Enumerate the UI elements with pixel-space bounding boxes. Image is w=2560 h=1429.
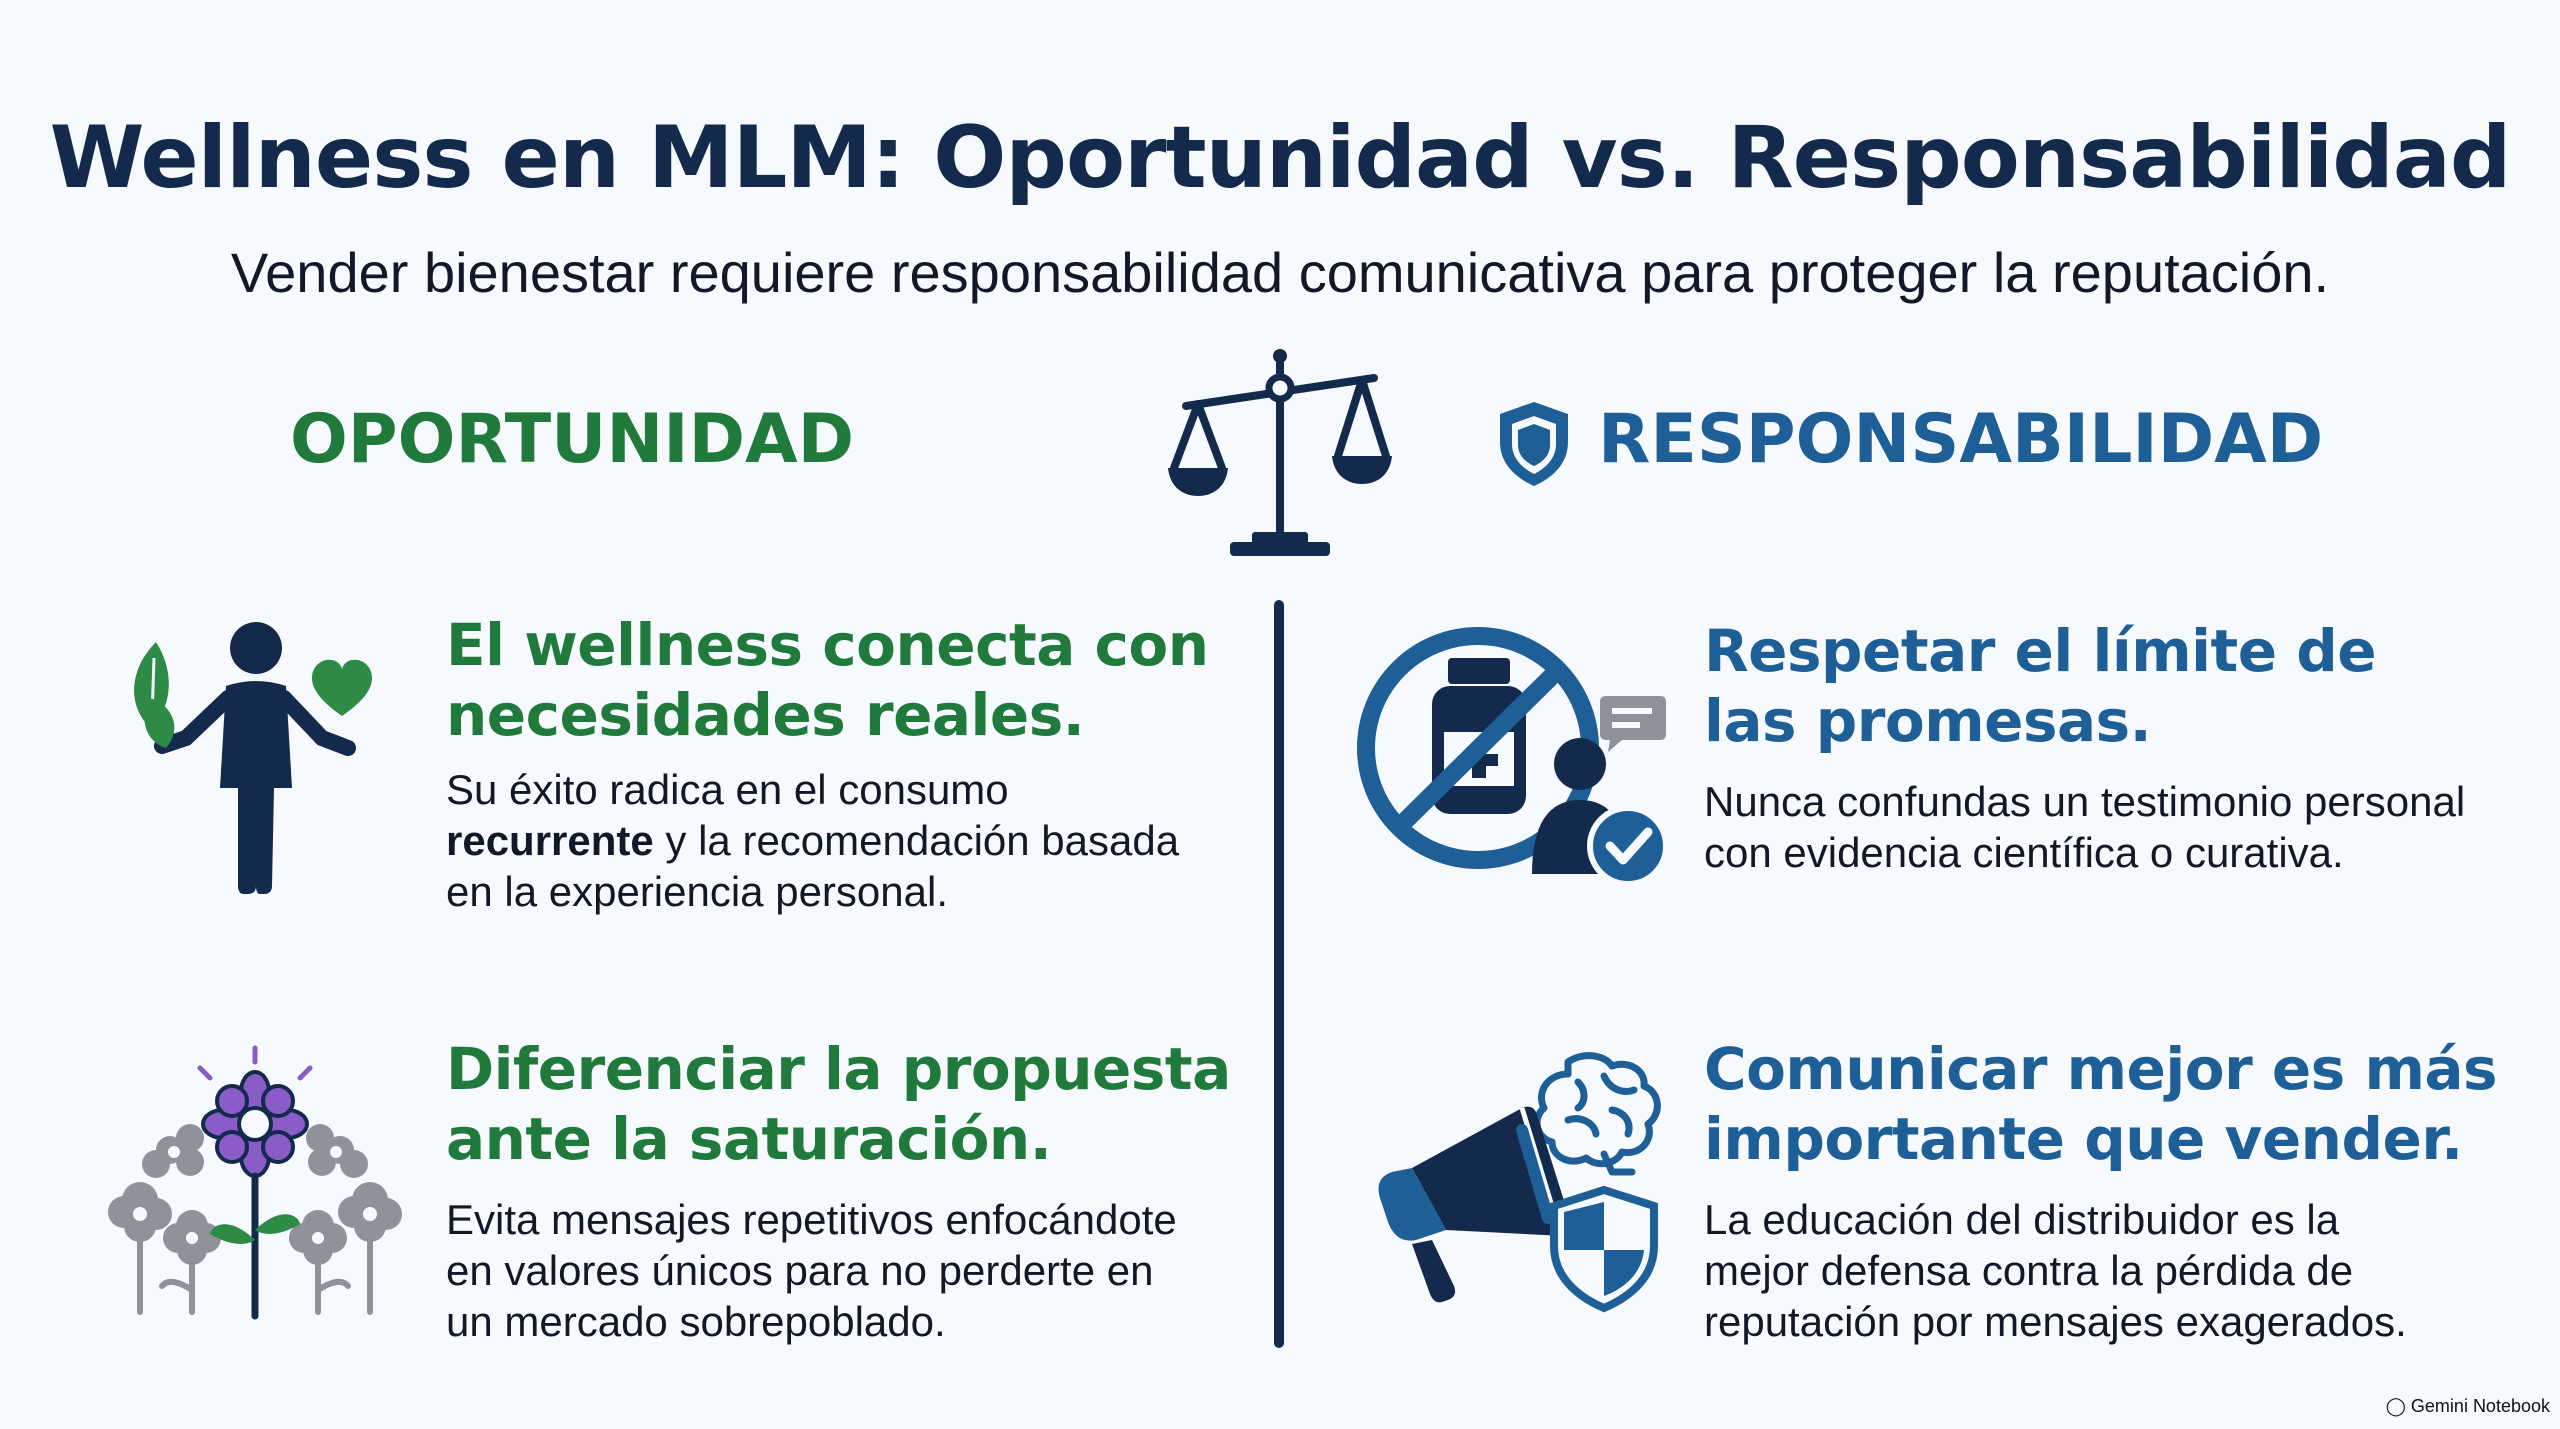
item-body: Su éxito radica en el consumo recurrente… [446, 766, 1180, 915]
oportunidad-heading: OPORTUNIDAD [290, 400, 855, 479]
footer-watermark: ◯ Gemini Notebook [2385, 1396, 2550, 1416]
page-subtitle: Vender bienestar requiere responsabilida… [230, 241, 2330, 304]
shield-icon [1500, 402, 1568, 486]
responsabilidad-heading: RESPONSABILIDAD [1598, 400, 2324, 479]
page-title: Wellness en MLM: Oportunidad vs. Respons… [49, 108, 2512, 208]
item-body: La educación del distribuidor es la mejo… [1704, 1196, 2407, 1345]
flower-field-icon [108, 1045, 402, 1320]
bold-keyword: recurrente [446, 817, 654, 864]
no-medicine-icon [1357, 627, 1669, 887]
item-title: Diferenciar la propuesta ante la saturac… [446, 1035, 1231, 1173]
item-title: Respetar el límite de las promesas. [1704, 617, 2377, 755]
person-leaf-heart-icon [134, 622, 372, 894]
gemini-logo-icon: ◯ [2385, 1396, 2406, 1416]
center-divider [1274, 600, 1284, 1348]
item-title: Comunicar mejor es más importante que ve… [1704, 1035, 2498, 1173]
item-body: Nunca confundas un testimonio personal c… [1704, 778, 2466, 876]
item-body: Evita mensajes repetitivos enfocándote e… [446, 1196, 1177, 1345]
scales-icon [1168, 349, 1392, 556]
megaphone-brain-shield-icon [1378, 1052, 1661, 1313]
item-title: El wellness conecta con necesidades real… [446, 611, 1209, 749]
